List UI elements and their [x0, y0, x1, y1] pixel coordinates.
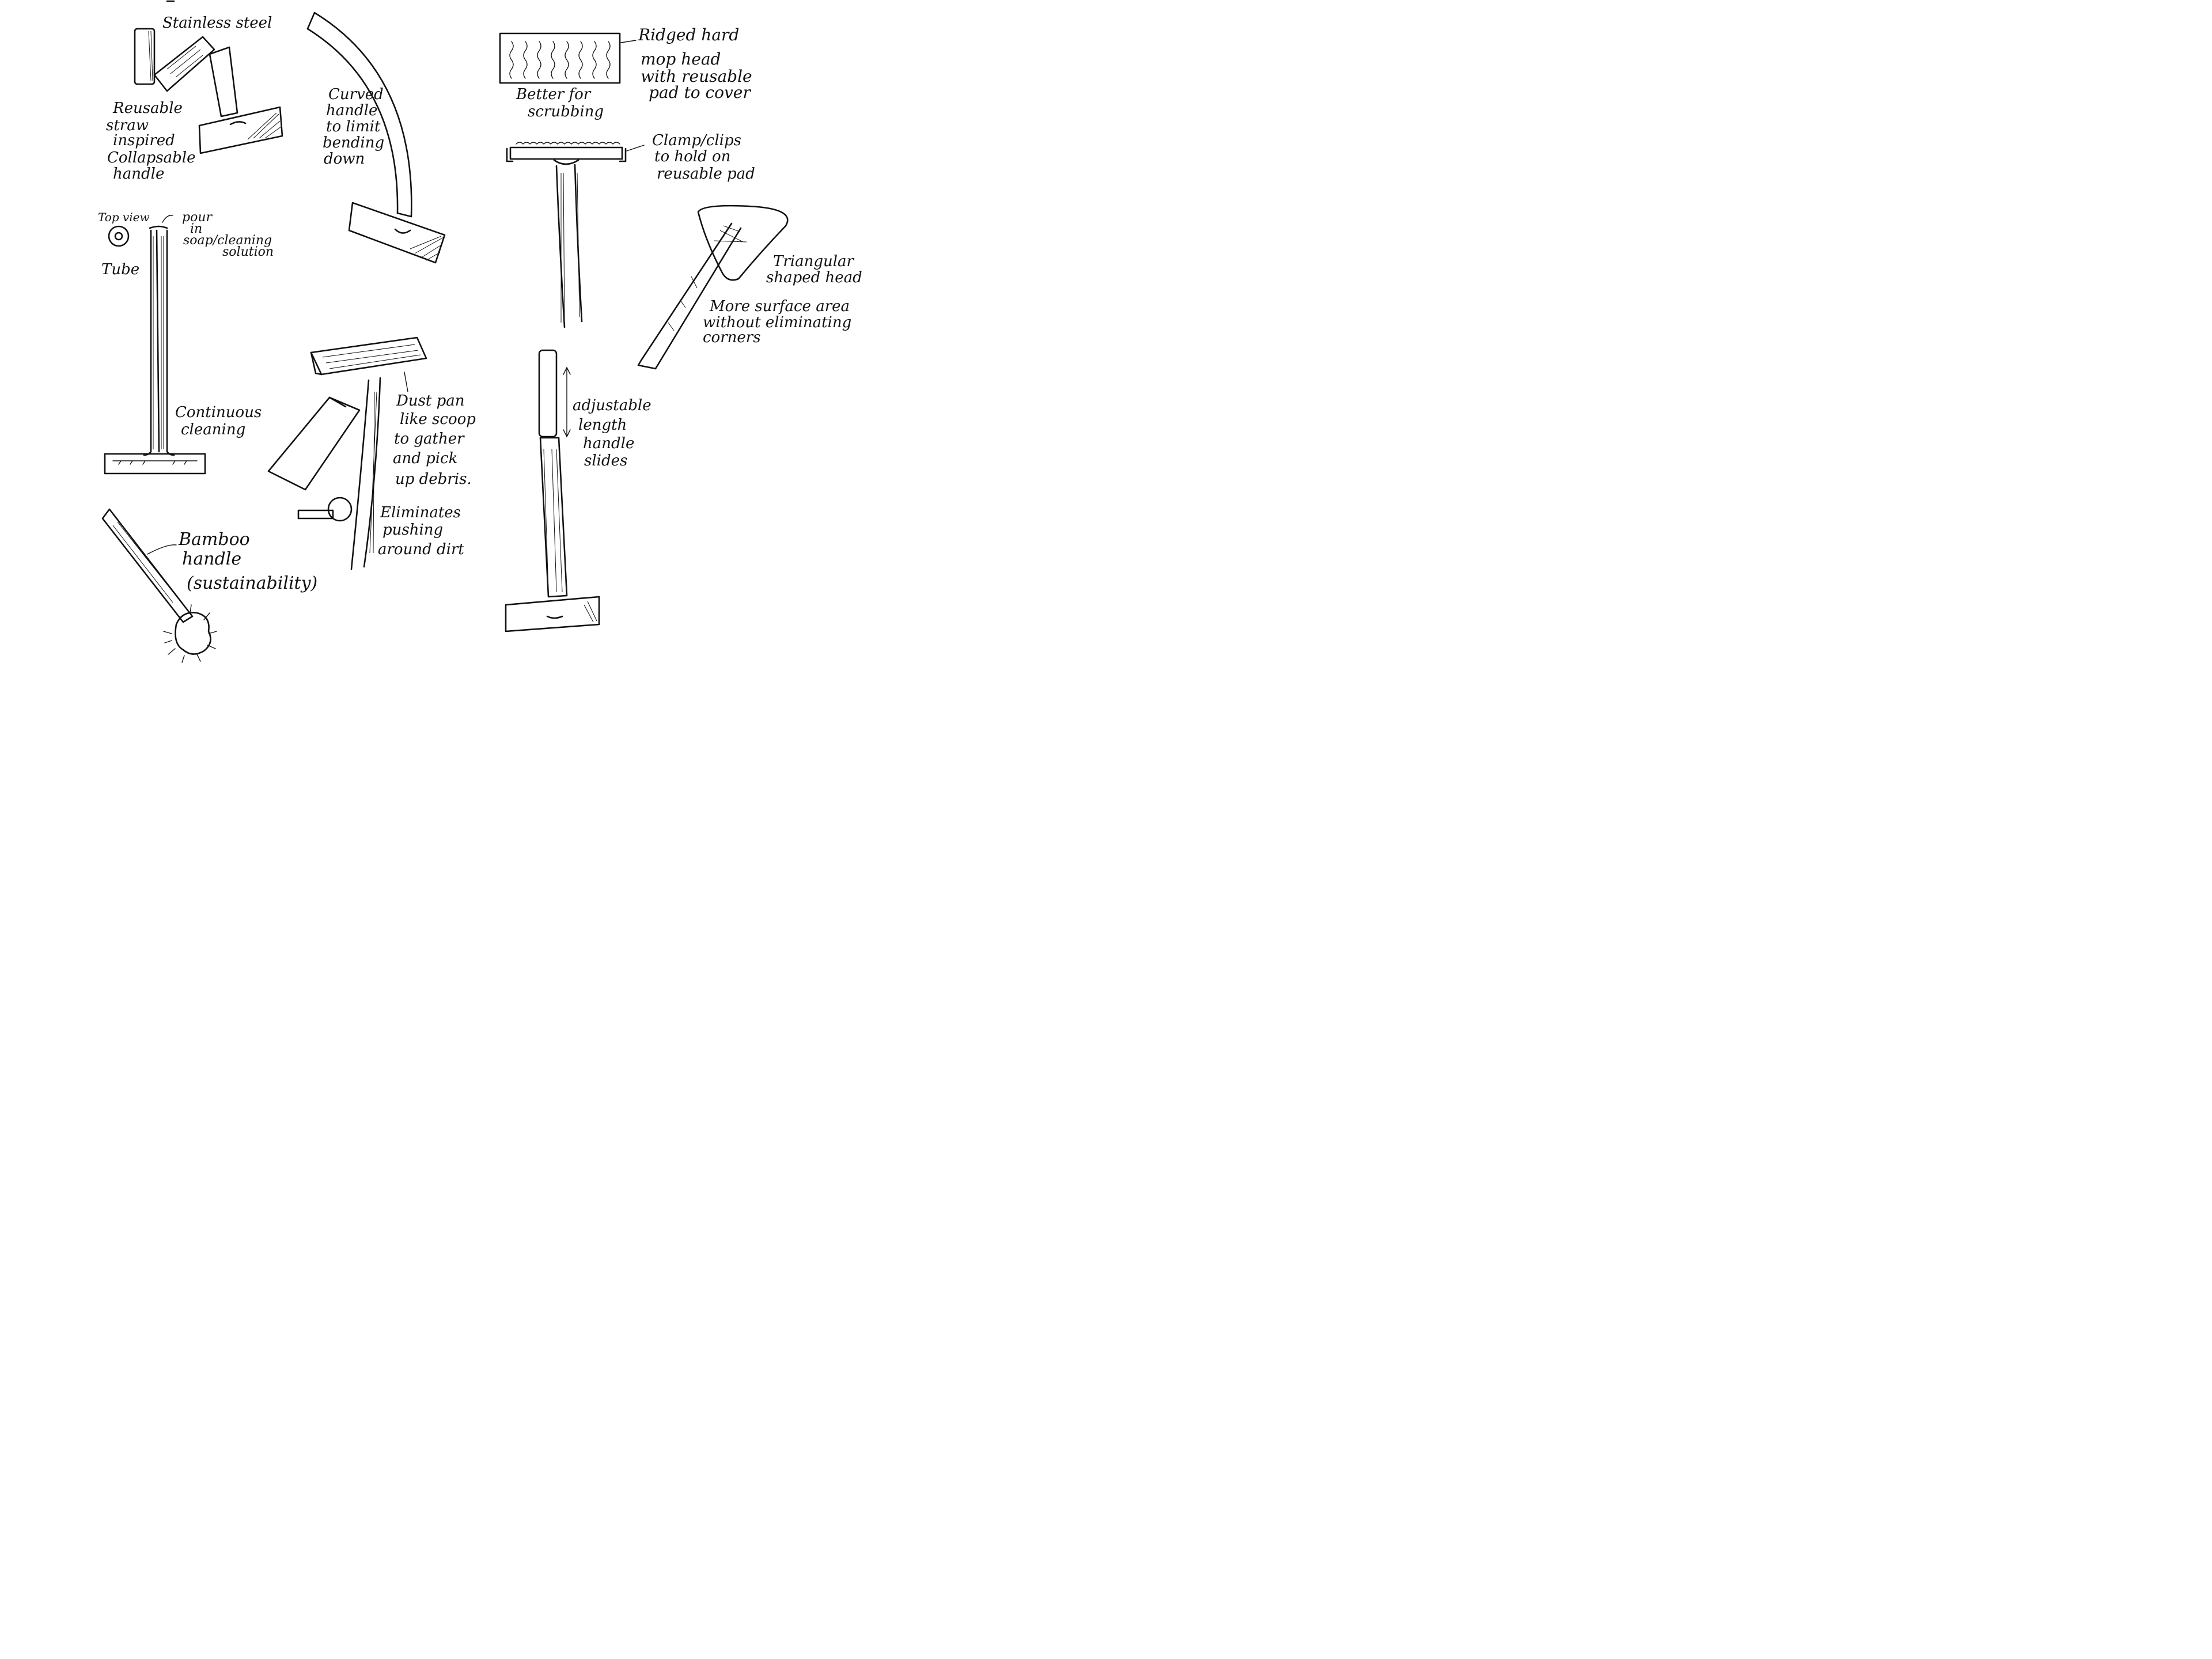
tube-mop-sketch [104, 215, 206, 475]
label-surface: More surface area without eliminating co… [703, 298, 851, 346]
svg-text:Ridged hard: Ridged hard [638, 25, 739, 44]
svg-text:scrubbing: scrubbing [528, 103, 604, 120]
svg-text:slides: slides [584, 452, 627, 469]
label-top-view: Top view [98, 210, 150, 224]
svg-text:Triangular: Triangular [773, 253, 855, 270]
triangular-mop-sketch [637, 204, 789, 370]
curved-handle-mop-sketch [306, 12, 446, 264]
collapsible-mop-sketch [134, 0, 283, 154]
label-bamboo: Bamboo handle (sustainability) [178, 529, 317, 593]
svg-text:without eliminating: without eliminating [703, 314, 851, 331]
svg-text:length: length [578, 416, 627, 434]
svg-text:handle: handle [326, 102, 377, 119]
svg-text:and pick: and pick [393, 450, 457, 467]
svg-text:Dust pan: Dust pan [396, 392, 465, 410]
svg-text:Collapsable: Collapsable [107, 149, 196, 166]
label-eliminates: Eliminates pushing around dirt [378, 504, 464, 558]
svg-text:Reusable: Reusable [112, 100, 183, 117]
ridged-mop-head-sketch [499, 32, 637, 84]
svg-text:around dirt: around dirt [378, 541, 464, 558]
svg-text:(sustainability): (sustainability) [187, 573, 317, 593]
svg-text:corners: corners [703, 329, 761, 346]
label-ridged: Ridged hard mop head with reusable pad t… [638, 25, 752, 102]
svg-text:Bamboo: Bamboo [178, 529, 250, 550]
label-continuous: Continuous cleaning [175, 404, 262, 438]
dustpan-mop-sketch [267, 336, 427, 570]
svg-text:Curved: Curved [328, 86, 384, 103]
label-pour: pour in soap/cleaning solution [182, 210, 274, 259]
svg-text:with reusable: with reusable [641, 67, 752, 86]
svg-text:up debris.: up debris. [395, 471, 472, 488]
adjustable-mop-sketch [505, 349, 600, 632]
svg-text:pour: pour [182, 210, 213, 225]
svg-text:soap/cleaning: soap/cleaning [183, 233, 272, 248]
label-adjustable: adjustable length handle slides [573, 397, 652, 469]
svg-text:handle: handle [583, 435, 634, 452]
svg-text:Clamp/clips: Clamp/clips [652, 132, 741, 149]
svg-text:Continuous: Continuous [175, 404, 262, 421]
svg-text:reusable pad: reusable pad [657, 165, 755, 183]
svg-text:handle: handle [113, 165, 164, 183]
svg-text:Eliminates: Eliminates [380, 504, 461, 521]
svg-text:handle: handle [182, 549, 241, 569]
svg-text:straw: straw [106, 117, 149, 134]
label-tube: Tube [101, 261, 139, 278]
sketch-sheet: Stainless steel Reusable straw inspired … [0, 0, 903, 677]
svg-text:mop head: mop head [641, 50, 721, 69]
svg-text:shaped head: shaped head [766, 269, 862, 286]
label-dustpan: Dust pan like scoop to gather and pick u… [393, 392, 476, 488]
label-triangular: Triangular shaped head [766, 253, 862, 286]
svg-text:pad to cover: pad to cover [649, 83, 751, 102]
svg-text:pushing: pushing [382, 521, 443, 539]
label-scrubbing: Better for scrubbing [516, 86, 604, 120]
svg-text:More surface area: More surface area [709, 298, 850, 315]
svg-text:to limit: to limit [326, 118, 381, 135]
label-straw: Reusable straw inspired Collapsable hand… [106, 100, 196, 183]
svg-text:to gather: to gather [394, 430, 465, 448]
svg-text:adjustable: adjustable [573, 397, 652, 414]
svg-text:cleaning: cleaning [181, 421, 245, 438]
label-curved: Curved handle to limit bending down [323, 86, 384, 168]
svg-text:Better for: Better for [516, 86, 592, 103]
label-clamp: Clamp/clips to hold on reusable pad [652, 132, 755, 183]
svg-text:in: in [190, 222, 202, 236]
svg-text:solution: solution [222, 245, 274, 259]
svg-text:to hold on: to hold on [654, 148, 730, 165]
svg-text:like scoop: like scoop [400, 411, 476, 428]
svg-text:down: down [324, 150, 365, 168]
clamp-mop-sketch [506, 142, 645, 328]
svg-text:bending: bending [323, 134, 384, 151]
bamboo-brush-sketch [101, 508, 217, 663]
label-stainless-steel: Stainless steel [162, 14, 272, 32]
svg-text:inspired: inspired [113, 132, 175, 149]
